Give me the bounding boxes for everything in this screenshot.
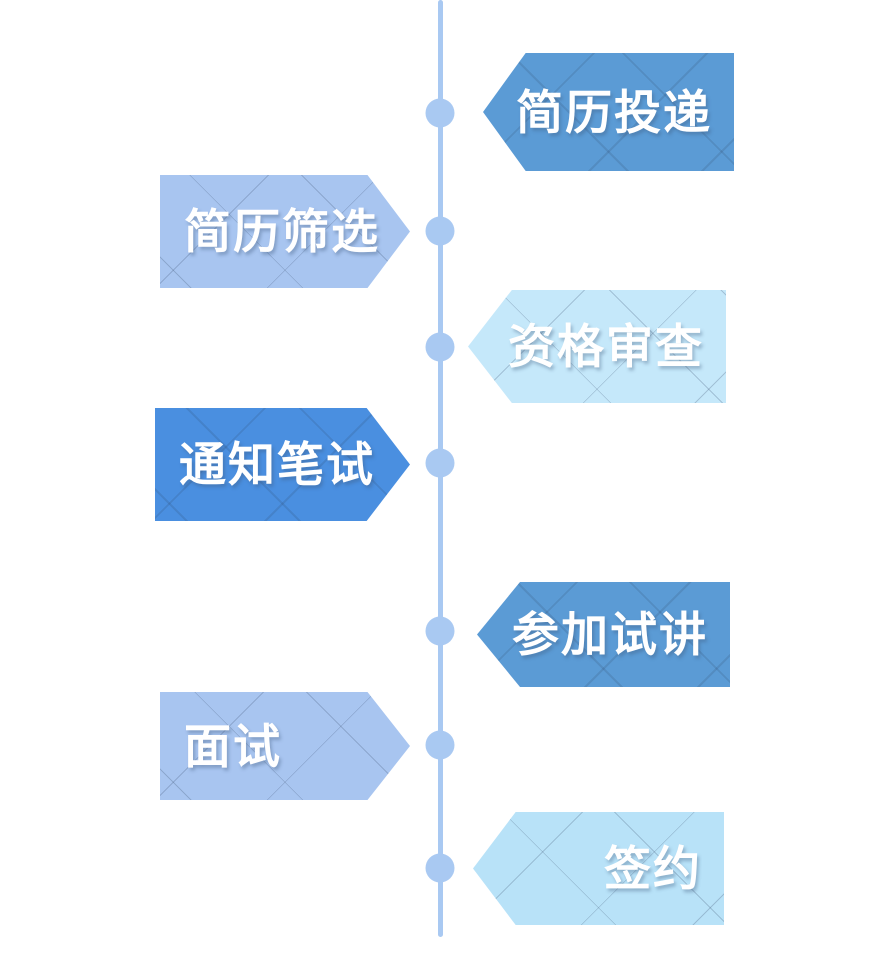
timeline-node-2 (425, 216, 455, 246)
flow-step-2-label: 简历筛选 (184, 205, 380, 258)
flow-step-5-banner[interactable]: 参加试讲 (477, 582, 730, 687)
flow-step-7-label: 签约 (604, 842, 702, 895)
timeline-node-1 (425, 98, 455, 128)
flow-step-1-label: 简历投递 (516, 85, 712, 139)
timeline-node-6 (425, 730, 455, 760)
timeline-node-3 (425, 332, 455, 362)
flow-step-5-label: 参加试讲 (512, 608, 708, 661)
timeline-node-7 (425, 853, 455, 883)
flow-step-6-label: 面试 (184, 719, 282, 773)
flow-step-6-banner[interactable]: 面试 (160, 692, 410, 800)
flow-step-1-banner[interactable]: 简历投递 (483, 53, 734, 171)
flow-step-3-banner[interactable]: 资格审查 (468, 290, 726, 403)
timeline-node-5 (425, 616, 455, 646)
flow-step-3-label: 资格审查 (508, 320, 704, 373)
flow-step-7-banner[interactable]: 签约 (473, 812, 724, 925)
flow-step-4-banner[interactable]: 通知笔试 (155, 408, 410, 521)
flow-step-4-label: 通知笔试 (179, 438, 375, 491)
flow-step-2-banner[interactable]: 简历筛选 (160, 175, 410, 288)
timeline-node-4 (425, 448, 455, 478)
